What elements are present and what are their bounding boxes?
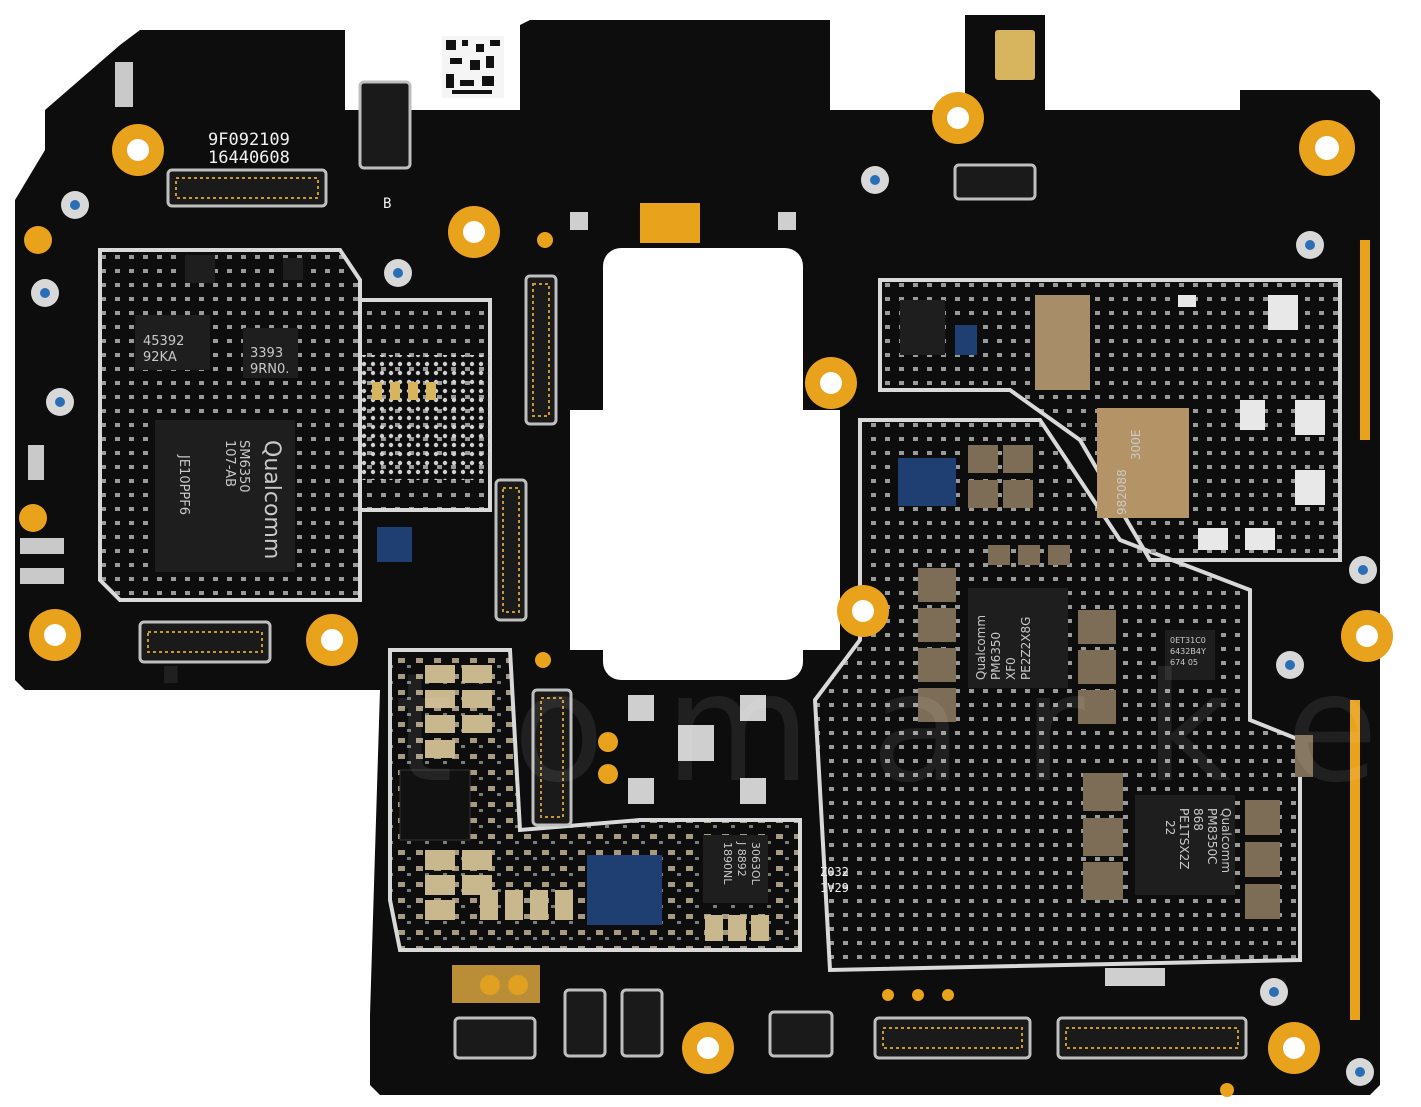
tiny-chip-line1: 0ET31C0 — [1170, 636, 1206, 645]
capacitors — [425, 665, 769, 941]
board-cutout — [603, 248, 803, 680]
pmic2-model: PM8350C — [1205, 808, 1219, 865]
chip-45392-line2: 92KA — [143, 350, 177, 365]
z-mark-2: 1V29 — [820, 881, 849, 895]
chip-3393 — [243, 328, 298, 378]
pmic2-rev: 868 — [1191, 808, 1205, 831]
chip-rf-300e — [1097, 408, 1189, 518]
pmic-pm8350c — [1135, 795, 1235, 895]
chip-rf-tiny — [1165, 630, 1215, 680]
soc-chip — [155, 420, 295, 572]
shield-bottom-left — [388, 648, 802, 952]
chip-3393-line2: 9RN0. — [250, 362, 289, 377]
chip-gold-large — [1035, 295, 1090, 390]
blue-chips — [377, 325, 977, 925]
small-chip-line3: 1890NL — [721, 842, 734, 885]
chip-top-right — [900, 300, 945, 355]
chip-45392-line1: 45392 — [143, 334, 184, 349]
pmic2-suffix: 22 — [1163, 820, 1177, 835]
soc-brand: Qualcomm — [259, 440, 284, 559]
soc-rev: 107-AB — [222, 440, 237, 487]
metal-pads — [570, 212, 1165, 986]
serial-2: 16440608 — [208, 148, 290, 168]
z-mark-1: Z032 — [820, 865, 849, 879]
chip-45392 — [135, 315, 210, 370]
small-chip-line1: 3063OL — [749, 842, 762, 886]
chip-small-30630 — [703, 835, 768, 903]
serial-1: 9F092109 — [208, 130, 290, 150]
pmic2-code: PE1TSX2Z — [1177, 808, 1191, 869]
inductors — [918, 445, 1313, 919]
mounting-holes — [19, 92, 1393, 1097]
pmic1-code: PE2Z2X8G — [1019, 617, 1033, 680]
gold-strip-right-2 — [1350, 700, 1360, 1020]
gold-strip-top — [640, 203, 700, 243]
pmic2-brand: Qualcomm — [1219, 808, 1233, 873]
pmic1-brand: Qualcomm — [974, 615, 988, 680]
marker-b: B — [383, 196, 391, 212]
chip-3393-line1: 3393 — [250, 346, 283, 361]
pmic1-rev: XF0 — [1004, 657, 1018, 680]
bga-area — [360, 355, 490, 480]
qr-code — [442, 36, 504, 98]
microphone — [995, 30, 1035, 80]
pmic-pm6350 — [968, 588, 1068, 688]
rf-mark-1: 300E — [1129, 430, 1143, 461]
tiny-chip-line2: 6432B4Y — [1170, 647, 1206, 656]
small-chip-line2: J 8892 — [735, 841, 748, 877]
gold-strip-right — [1360, 240, 1370, 440]
tiny-chip-line3: 674 05 — [1170, 658, 1198, 667]
soc-code: JE10PPF6 — [176, 454, 191, 515]
rf-mark-2: 982088 — [1115, 469, 1129, 515]
watermark: ictomarket — [150, 642, 1421, 816]
pmic1-model: PM6350 — [989, 632, 1003, 680]
soc-model: SM6350 — [236, 440, 251, 493]
chip-black-bottom-left — [399, 769, 471, 841]
